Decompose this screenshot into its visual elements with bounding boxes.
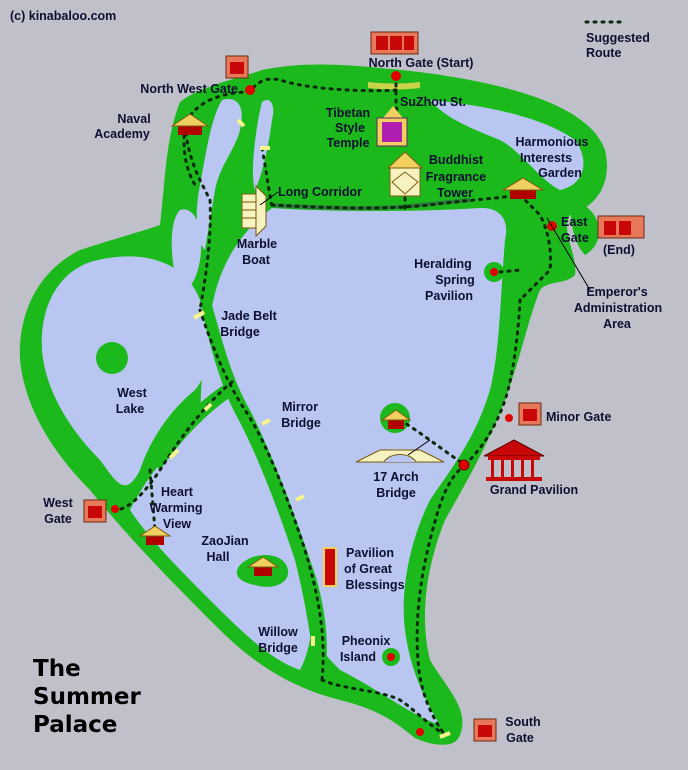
west-gate-label-2: Gate [44, 512, 72, 526]
pheonix-island-label-2: Island [340, 650, 376, 664]
heralding-pavilion-label-1: Heralding [414, 257, 472, 271]
minor-gate-icon [518, 402, 542, 426]
harmonious-garden-pavilion-icon [501, 177, 545, 199]
kunming-lake [200, 207, 507, 725]
willow-bridge-label-1: Willow [258, 625, 298, 639]
west-lake-island [96, 342, 128, 374]
zaojian-hall-label-1: ZaoJian [201, 534, 248, 548]
buddhist-tower-icon [386, 151, 424, 197]
naval-academy-pavilion-icon [170, 113, 210, 135]
buddhist-tower-label-2: Fragrance [426, 170, 486, 184]
naval-academy-label-1: Naval [117, 112, 150, 126]
map-title-line-1: The [33, 656, 81, 682]
jade-belt-bridge-label-1: Jade Belt [221, 309, 277, 323]
south-gate-icon [473, 718, 497, 742]
legend-line-1: Suggested [586, 31, 650, 45]
minor-gate-label: Minor Gate [546, 410, 611, 424]
north-gate-label: North Gate (Start) [369, 56, 474, 70]
great-blessings-label-1: Pavilion [346, 546, 394, 560]
heralding-pavilion-label-2: Spring [435, 273, 475, 287]
jade-belt-bridge-label-2: Bridge [220, 325, 260, 339]
north-west-gate-icon [225, 55, 249, 79]
marble-boat-label-1: Marble [237, 237, 277, 251]
east-gate-icon [597, 215, 645, 239]
south-gate-label-1: South [505, 715, 540, 729]
tibetan-temple-icon [376, 106, 408, 147]
back-lake-water [430, 100, 584, 190]
mirror-bridge-label-1: Mirror [282, 400, 318, 414]
mirror-bridge-label-2: Bridge [281, 416, 321, 430]
zaojian-hall-pavilion-icon [246, 556, 280, 576]
buddhist-tower-label-3: Tower [437, 186, 473, 200]
arch-bridge-label-2: Bridge [376, 486, 416, 500]
northwest-channel [196, 99, 242, 250]
map-title-line-2: Summer [33, 684, 141, 710]
great-blessings-pavilion-icon [323, 547, 337, 587]
zaojian-hall-label-2: Hall [207, 550, 230, 564]
copyright: (c) kinabaloo.com [10, 9, 116, 23]
grand-pavilion-icon [483, 439, 545, 481]
heart-warming-label-1: Heart [161, 485, 194, 499]
water-area [41, 82, 584, 725]
heart-warming-label-3: View [163, 517, 192, 531]
suzhou-st-water [368, 82, 420, 90]
west-gate-label-1: West [43, 496, 73, 510]
harmonious-garden-label-2: Interests [520, 151, 572, 165]
north-gate-icon [370, 31, 419, 55]
southwest-lake-water [130, 400, 312, 670]
heart-warming-pavilion-icon [138, 525, 172, 545]
tibetan-temple-label-3: Temple [327, 136, 370, 150]
emperor-area-label-3: Area [603, 317, 632, 331]
east-gate-label-3: (End) [603, 243, 635, 257]
great-blessings-label-2: of Great [344, 562, 393, 576]
emperor-area-label-1: Emperor's [586, 285, 647, 299]
suggested-route [113, 74, 552, 737]
leader-lines [259, 191, 591, 456]
great-blessings-label-3: Blessings [345, 578, 404, 592]
harmonious-garden-label-3: Garden [538, 166, 582, 180]
pheonix-island-label-1: Pheonix [342, 634, 391, 648]
naval-academy-label-2: Academy [94, 127, 150, 141]
west-causeway-branch [150, 380, 238, 470]
harmonious-garden-label-1: Harmonious [516, 135, 589, 149]
heart-warming-label-2: Warming [149, 501, 202, 515]
marble-boat-icon [241, 184, 267, 238]
arch-bridge-icon [355, 449, 445, 463]
marble-boat-label-2: Boat [242, 253, 271, 267]
northwest-pond [171, 209, 202, 290]
south-gate-label-2: Gate [506, 731, 534, 745]
map-title-line-3: Palace [33, 712, 117, 738]
buddhist-tower-label-1: Buddhist [429, 153, 484, 167]
west-lake-label-1: West [117, 386, 147, 400]
east-gate-label-1: East [561, 215, 588, 229]
arch-bridge-label-1: 17 Arch [373, 470, 418, 484]
long-corridor-label: Long Corridor [278, 185, 362, 199]
legend-line-2: Route [586, 46, 621, 60]
west-lake-water [41, 256, 209, 486]
emperor-area-label-2: Administration [574, 301, 662, 315]
north-west-gate-label: North West Gate [140, 82, 238, 96]
nanhu-pavilion-icon [380, 409, 412, 429]
west-gate-icon [83, 499, 107, 523]
willow-bridge-label-2: Bridge [258, 641, 298, 655]
west-lake-label-2: Lake [116, 402, 145, 416]
heralding-pavilion-label-3: Pavilion [425, 289, 473, 303]
legend: Suggested Route [584, 20, 650, 60]
bridge-markers [168, 118, 451, 739]
tibetan-temple-label-1: Tibetan [326, 106, 370, 120]
suzhou-st-label: SuZhou St. [400, 95, 466, 109]
channel-by-corridor [252, 100, 274, 190]
tibetan-temple-label-2: Style [335, 121, 365, 135]
east-gate-label-2: Gate [561, 231, 589, 245]
grand-pavilion-label: Grand Pavilion [490, 483, 578, 497]
